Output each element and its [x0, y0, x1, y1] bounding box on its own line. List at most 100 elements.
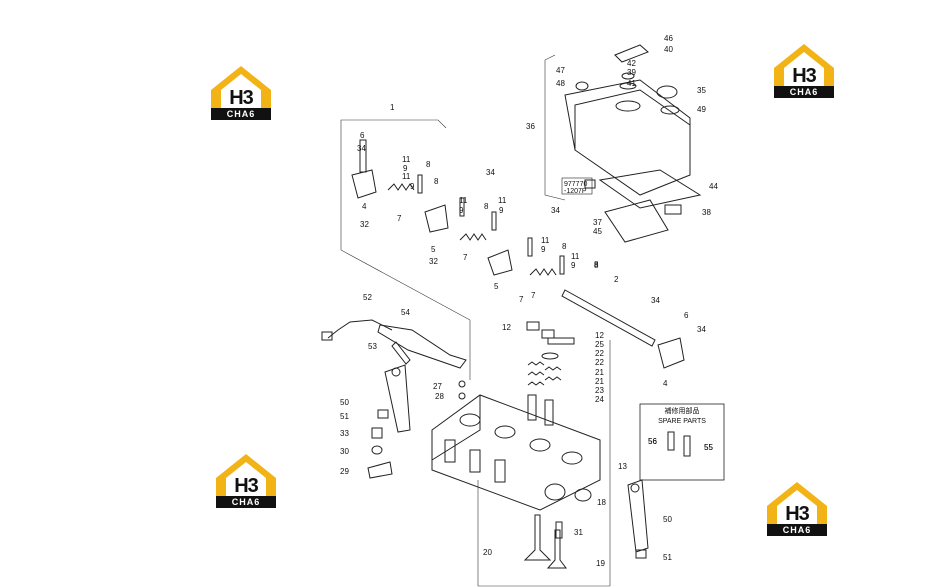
eye-hole-right — [630, 483, 640, 493]
callout-35: 35 — [697, 86, 706, 95]
part-38 — [664, 204, 682, 215]
callout-36: 36 — [526, 122, 535, 131]
rocker-shaft — [561, 289, 656, 347]
logo-tag: CHA6 — [211, 108, 271, 120]
adjust-screw-b — [459, 197, 465, 217]
port-c — [529, 438, 551, 452]
callout-55: 55 — [704, 443, 713, 452]
logo-tag: CHA6 — [774, 86, 834, 98]
logo-mark: H3 — [785, 503, 810, 525]
logo-tag: CHA6 — [767, 524, 827, 536]
callout-8: 8 — [594, 260, 599, 269]
brand-logo-top-right: H3 CHA6 — [770, 40, 840, 100]
callout-41: 41 — [627, 79, 636, 88]
seal-small — [584, 179, 596, 189]
valve-cover-edge — [574, 89, 691, 150]
rocker-support-right — [657, 337, 685, 369]
plate-37 — [604, 199, 669, 243]
callout-9: 9 — [410, 182, 415, 191]
brand-logo-bottom-right: H3 CHA6 — [763, 478, 833, 538]
cap-41 — [615, 100, 641, 112]
callout-4: 4 — [362, 202, 367, 211]
ring-42 — [621, 72, 635, 80]
spare-part-55 — [683, 435, 691, 457]
logo-tag: CHA6 — [216, 496, 276, 508]
plug-33 — [371, 427, 383, 439]
lifting-eye-50-right — [627, 479, 649, 553]
callout-32: 32 — [429, 257, 438, 266]
callout-48: 48 — [556, 79, 565, 88]
callout-34: 34 — [357, 144, 366, 153]
callout-7: 7 — [531, 291, 536, 300]
head-edge — [431, 395, 481, 461]
bracket-36-low — [544, 140, 566, 201]
spare-parts-box — [639, 403, 725, 481]
bolt-51 — [377, 409, 389, 419]
eye-hole — [391, 367, 401, 377]
callout-42: 42 — [627, 59, 636, 68]
callout-49: 49 — [697, 105, 706, 114]
part-28 — [458, 392, 466, 400]
house-icon — [767, 482, 827, 526]
callout-12: 12 — [502, 323, 511, 332]
callout-24: 24 — [595, 395, 604, 404]
bracket-1 — [340, 119, 447, 129]
callout-19: 19 — [596, 559, 605, 568]
callout-11: 11 — [459, 196, 468, 205]
rocker-support-left — [351, 169, 377, 199]
pin-31 — [555, 521, 563, 539]
house-icon — [216, 454, 276, 498]
ring-39 — [619, 82, 637, 90]
port-face-b — [469, 449, 481, 473]
callout-40: 40 — [664, 45, 673, 54]
callout-56: 56 — [648, 437, 657, 446]
callout-11: 11 — [541, 236, 550, 245]
callout-9: 9 — [541, 245, 546, 254]
spare-parts-title-en: SPARE PARTS — [658, 418, 706, 425]
callout-33: 33 — [340, 429, 349, 438]
callout-2: 2 — [614, 275, 619, 284]
spare-parts-title-jp: 補修用部品 — [665, 406, 700, 415]
callout-8: 8 — [594, 261, 599, 270]
callout-21: 21 — [595, 377, 604, 386]
callout-9: 9 — [403, 164, 408, 173]
spring-21b — [544, 366, 562, 381]
valve-cover-assembly — [544, 44, 702, 243]
spring-7a — [387, 183, 415, 191]
callout-7: 7 — [519, 295, 524, 304]
callout-21: 21 — [595, 368, 604, 377]
brand-logo-bottom-left: H3 CHA6 — [212, 450, 282, 510]
callout-50: 50 — [340, 398, 349, 407]
spare-label-56: 56 — [648, 437, 657, 446]
callout-7: 7 — [397, 214, 402, 223]
house-icon — [211, 66, 271, 110]
callout-9: 9 — [499, 206, 504, 215]
callout-8: 8 — [562, 242, 567, 251]
callout-51: 51 — [663, 553, 672, 562]
callout-31: 31 — [574, 528, 583, 537]
connector-52 — [321, 331, 333, 341]
lifting-eye-50 — [384, 364, 411, 433]
adjust-screw-a — [417, 174, 423, 194]
callout-12: 12 — [595, 331, 604, 340]
callout-53: 53 — [368, 342, 377, 351]
port-face-c — [494, 459, 506, 483]
guide-24b — [544, 399, 554, 426]
adjust-screw-d — [559, 255, 565, 275]
callout-7: 7 — [463, 253, 468, 262]
retainer-22 — [541, 352, 559, 360]
callout-5: 5 — [431, 245, 436, 254]
callout-6: 6 — [684, 311, 689, 320]
valve-19 — [546, 529, 567, 569]
valve-20 — [523, 514, 552, 561]
callout-34: 34 — [551, 206, 560, 215]
gasket-44 — [598, 169, 702, 209]
cylinder-head — [431, 394, 601, 511]
logo-mark: H3 — [792, 65, 817, 87]
left-side-parts — [321, 319, 467, 479]
callout-11: 11 — [571, 252, 580, 261]
callout-11: 11 — [402, 172, 411, 181]
spare-label-55: 55 — [704, 443, 713, 452]
port-face-a — [444, 439, 456, 463]
